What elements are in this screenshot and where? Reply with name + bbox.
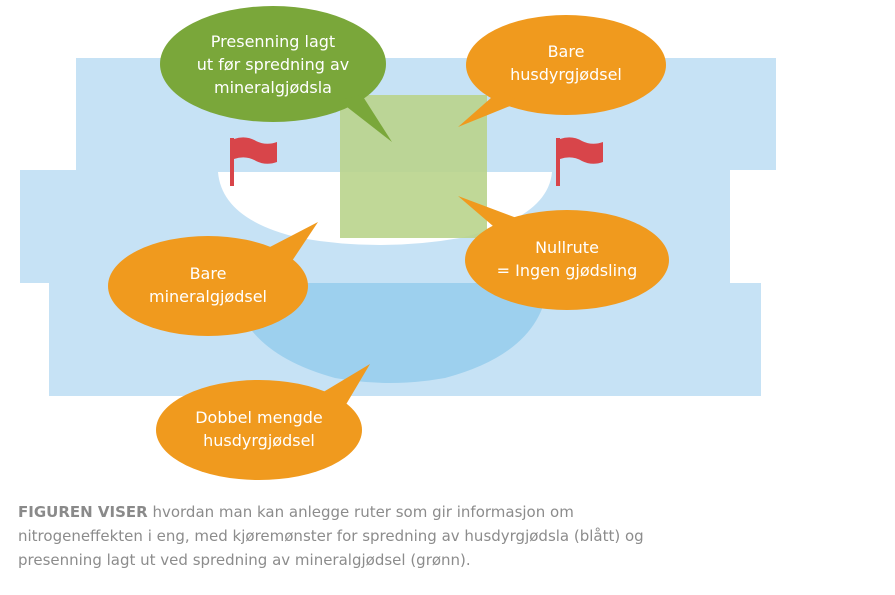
left-bubble-line: mineralgjødsel — [148, 287, 267, 306]
bottom-bubble-text: Dobbel mengde husdyrgjødsel — [179, 404, 339, 454]
top-right-bubble-line: husdyrgjødsel — [510, 65, 622, 84]
green-bubble-line: mineralgjødsla — [214, 77, 332, 97]
flag-icon — [556, 137, 603, 186]
orange-bubble-bottom — [156, 364, 370, 480]
flag-icon — [230, 137, 277, 186]
green-bubble-line: ut før spredning av — [196, 54, 350, 74]
green-bubble-text: Presenning lagt ut før spredning av mine… — [180, 28, 366, 100]
green-bubble-line: Presenning lagt — [210, 31, 336, 51]
right-bubble-line: = Ingen gjødsling — [496, 261, 638, 280]
right-bubble-text: Nullrute = Ingen gjødsling — [487, 234, 647, 284]
orange-bubble-left — [108, 222, 318, 336]
top-right-bubble-line: Bare — [547, 42, 585, 61]
right-bubble-line: Nullrute — [535, 238, 599, 257]
double-manure-area — [232, 283, 548, 383]
orange-bubble-top-right — [458, 15, 666, 127]
caption-lead: FIGUREN VISER — [18, 503, 148, 521]
figure-caption: FIGUREN VISER hvordan man kan anlegge ru… — [18, 500, 858, 572]
top-right-bubble-text: Bare husdyrgjødsel — [486, 38, 646, 88]
bottom-bubble-line: husdyrgjødsel — [203, 431, 315, 450]
left-bubble-line: Bare — [189, 264, 227, 283]
orange-bubble-right — [458, 196, 669, 310]
left-bubble-text: Bare mineralgjødsel — [128, 260, 288, 310]
bottom-bubble-line: Dobbel mengde — [195, 408, 323, 427]
green-speech-bubble — [160, 6, 392, 142]
caption-line-1: FIGUREN VISER hvordan man kan anlegge ru… — [18, 500, 858, 524]
caption-line-3: presenning lagt ut ved spredning av mine… — [18, 551, 471, 569]
caption-line-2: nitrogeneffekten i eng, med kjøremønster… — [18, 527, 644, 545]
caption-text-1: hvordan man kan anlegge ruter som gir in… — [152, 503, 574, 521]
